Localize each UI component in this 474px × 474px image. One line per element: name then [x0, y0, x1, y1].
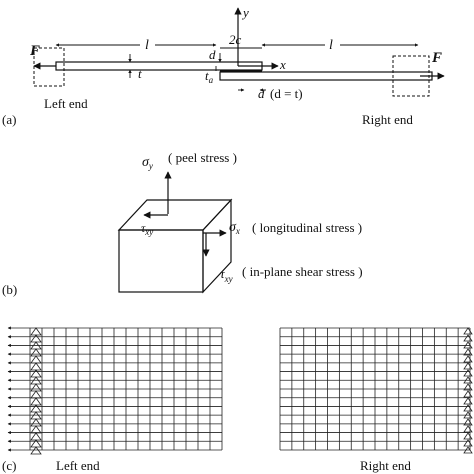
panel-a-tag: (a) [2, 112, 16, 127]
lower-adherend [219, 71, 433, 81]
panel-b: σy ( peel stress ) τxy σx ( longitudinal… [2, 150, 363, 297]
d-top-label: d [209, 47, 216, 62]
right-edge-mark [463, 404, 473, 412]
support-triangle [30, 334, 42, 343]
right-edge-mark [463, 376, 473, 384]
panel-c-left-end-label: Left end [56, 458, 100, 473]
right-edge-mark [463, 411, 473, 419]
right-edge-mark [463, 362, 473, 370]
support-triangle [30, 446, 42, 455]
support-triangle [30, 390, 42, 399]
panel-c-right-end-label: Right end [360, 458, 411, 473]
support-triangle [30, 425, 42, 434]
right-edge-mark [463, 390, 473, 398]
inplane-shear-label: ( in-plane shear stress ) [242, 264, 363, 279]
left-end-box [33, 47, 65, 87]
left-end-mesh [29, 327, 223, 451]
cube-top [117, 199, 233, 231]
support-triangle [30, 327, 42, 336]
sigma-x-label: σx [229, 220, 240, 236]
thickness-label: t [138, 66, 142, 81]
cube-side [202, 198, 232, 294]
right-edge-mark [463, 418, 473, 426]
panel-b-tag: (b) [2, 282, 17, 297]
x-axis-label: x [279, 57, 286, 72]
panel-a-right-end-label: Right end [362, 112, 413, 127]
left-support-triangles [30, 327, 42, 455]
right-edge-mark [463, 334, 473, 342]
right-force-label: F [431, 50, 442, 66]
right-edge-mark [463, 341, 473, 349]
right-edge-mark [463, 446, 473, 454]
adhesive-label: ta [205, 68, 214, 85]
support-triangle [30, 355, 42, 364]
length-left-label: l [145, 38, 149, 53]
overlap-label: 2c [229, 32, 242, 47]
d-equals-t-note: (d = t) [270, 86, 303, 101]
support-triangle [30, 348, 42, 357]
tau-bottom-label: τxy [220, 266, 233, 284]
d-bottom-label: d [258, 86, 265, 101]
panel-c: (c) Left end Right end [2, 326, 473, 473]
right-end-mesh [279, 327, 473, 454]
support-triangle [30, 362, 42, 371]
right-edge-mark [463, 348, 473, 356]
upper-adherend [55, 61, 263, 71]
right-edge-mark [463, 439, 473, 447]
peel-stress-label: ( peel stress ) [168, 150, 237, 165]
panel-c-tag: (c) [2, 458, 16, 473]
support-triangle [30, 369, 42, 378]
right-edge-mark [463, 383, 473, 391]
support-triangle [30, 432, 42, 441]
support-triangle [30, 418, 42, 427]
right-edge-mark [463, 425, 473, 433]
right-edge-mark [463, 327, 473, 335]
support-triangle [30, 397, 42, 406]
panel-a: F F l l 2c y x d [2, 5, 445, 127]
right-edge-mark [463, 432, 473, 440]
right-edge-mark [463, 397, 473, 405]
left-force-label: F [29, 43, 40, 59]
longitudinal-stress-label: ( longitudinal stress ) [252, 220, 362, 235]
right-edge-mark [463, 355, 473, 363]
sigma-y-label: σy [142, 155, 153, 171]
tau-top-label: τxy [141, 221, 153, 237]
right-edge-mark [463, 369, 473, 377]
support-triangle [30, 383, 42, 392]
cube-front [118, 229, 204, 293]
y-axis-label: y [241, 5, 249, 20]
length-right-label: l [329, 38, 333, 53]
left-load-arrows [7, 326, 30, 452]
panel-a-left-end-label: Left end [44, 96, 88, 111]
